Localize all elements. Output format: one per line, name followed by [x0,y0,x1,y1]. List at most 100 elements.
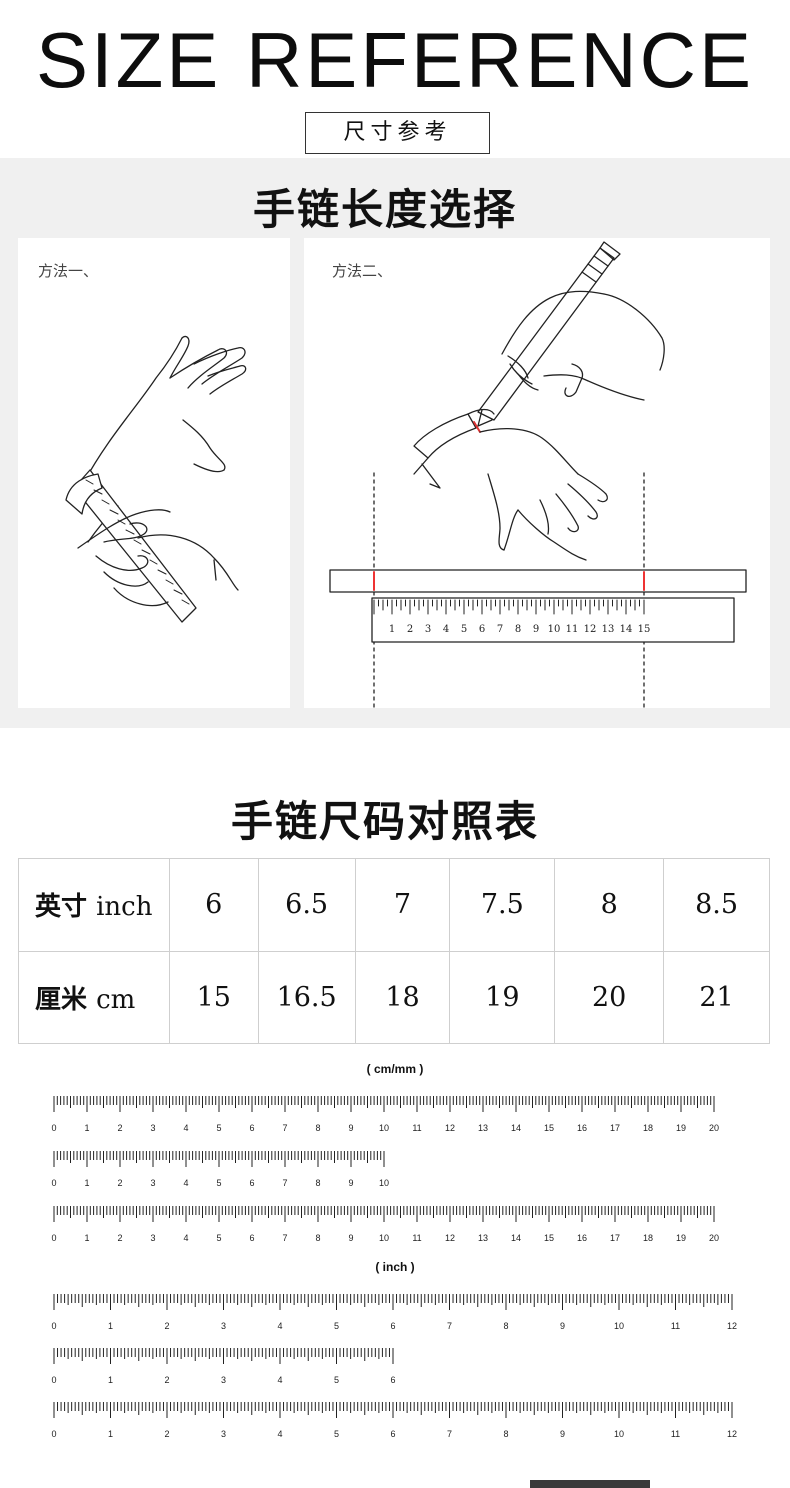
ruler-number: 4 [277,1375,282,1385]
wrist-tape-measure-illustration [65,335,247,623]
ruler-number: 1 [84,1178,89,1188]
table-cell: 6 [168,858,259,952]
table-cell: 18 [354,950,451,1044]
ruler-number: 12 [584,624,597,635]
ruler-number: 10 [614,1321,624,1331]
method-one-label: 方法一、 [38,262,99,280]
table-cell: 16.5 [257,950,356,1044]
ruler-number: 0 [51,1233,56,1243]
table-cell: 7.5 [449,858,556,952]
ruler-number: 14 [511,1123,521,1133]
ruler-number: 12 [727,1321,737,1331]
row-label-cm: 厘米 cm [18,950,170,1044]
ruler-number: 0 [51,1375,56,1385]
ruler-number: 6 [390,1429,395,1439]
table-cell: 7 [354,858,451,952]
ruler-number: 1 [108,1321,113,1331]
method-one-panel: 方法一、 [18,238,290,708]
ruler-number: 14 [620,624,633,635]
ruler-number: 2 [117,1233,122,1243]
ruler-number: 20 [709,1233,719,1243]
ruler-number: 14 [511,1233,521,1243]
ruler-number: 8 [503,1429,508,1439]
size-chart-heading: 手链尺码对照表 [230,797,539,846]
ruler-number: 1 [84,1123,89,1133]
ruler-number: 3 [221,1429,226,1439]
ruler-number: 11 [671,1321,680,1331]
ruler-number: 16 [577,1233,587,1243]
ruler-number: 0 [51,1321,56,1331]
ruler-number: 5 [461,624,467,635]
ruler-number: 2 [164,1375,169,1385]
ruler-number: 2 [407,624,413,635]
ruler-number: 11 [412,1233,421,1243]
table-row-cm: 厘米 cm 15 16.5 18 19 20 21 [18,950,770,1044]
ruler-number: 2 [117,1123,122,1133]
ruler-number: 0 [51,1178,56,1188]
table-row-inch: 英寸 inch 6 6.5 7 7.5 8 8.5 [18,858,770,952]
ruler-number: 15 [544,1233,554,1243]
size-chart-table: 英寸 inch 6 6.5 7 7.5 8 8.5 厘米 cm 15 16.5 … [18,858,770,1044]
ruler-number: 4 [183,1178,188,1188]
ruler-number: 4 [443,624,449,635]
ruler-number: 5 [334,1429,339,1439]
ruler-number: 8 [315,1123,320,1133]
ruler-number: 0 [51,1429,56,1439]
ruler-number: 10 [379,1178,389,1188]
ruler-number: 11 [671,1429,680,1439]
cm-ruler-caption: ( cm/mm ) [366,1062,424,1076]
ruler-number: 5 [216,1178,221,1188]
ruler-number: 6 [390,1375,395,1385]
ruler-number: 6 [479,624,485,635]
ruler-number: 6 [249,1233,254,1243]
page-title: SIZE REFERENCE [35,16,755,104]
ruler-number: 10 [379,1123,389,1133]
ruler-number: 18 [643,1233,653,1243]
ruler-number: 13 [478,1233,488,1243]
ruler-number: 20 [709,1123,719,1133]
ruler-number: 7 [282,1178,287,1188]
ruler-number: 15 [544,1123,554,1133]
ruler-number: 3 [150,1123,155,1133]
ruler-number: 8 [315,1178,320,1188]
table-cell: 8 [554,858,665,952]
ruler-number: 7 [282,1233,287,1243]
ruler-number: 12 [445,1233,455,1243]
ruler-number: 1 [84,1233,89,1243]
ruler-number: 5 [216,1233,221,1243]
method-two-label: 方法二、 [332,262,393,280]
ruler-number: 15 [638,624,651,635]
ruler-number: 19 [676,1233,686,1243]
ruler-number: 13 [602,624,615,635]
table-cell: 20 [554,950,665,1044]
ruler-number: 6 [249,1178,254,1188]
table-cell: 19 [449,950,556,1044]
ruler-number: 12 [445,1123,455,1133]
ruler-number: 9 [348,1178,353,1188]
table-cell: 8.5 [663,858,770,952]
ruler-number: 6 [249,1123,254,1133]
ruler-number: 5 [334,1375,339,1385]
ruler-number: 7 [447,1321,452,1331]
ruler-number: 9 [560,1429,565,1439]
ruler-number: 1 [389,624,395,635]
table-cell: 21 [663,950,770,1044]
ruler-number: 16 [577,1123,587,1133]
inch-ruler-caption: ( inch ) [375,1260,415,1274]
ruler-number: 10 [548,624,561,635]
ruler-number: 5 [334,1321,339,1331]
table-cell: 15 [168,950,259,1044]
ruler-number: 3 [150,1178,155,1188]
ruler-number: 6 [390,1321,395,1331]
ruler-number: 7 [447,1429,452,1439]
ruler-number: 11 [412,1123,421,1133]
ruler-number: 3 [221,1375,226,1385]
ruler-number: 3 [150,1233,155,1243]
